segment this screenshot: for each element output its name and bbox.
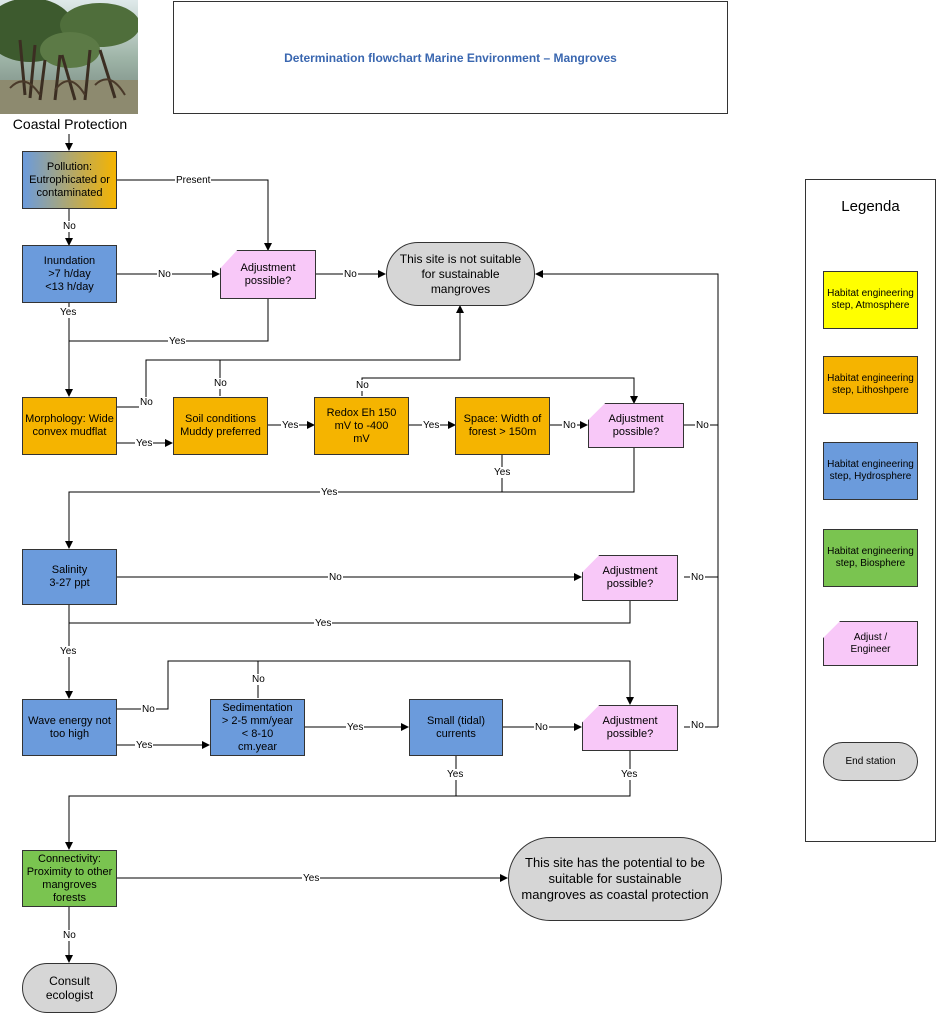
edge-label-no: No (157, 269, 172, 280)
legend-atmosphere: Habitat engineering step, Atmosphere (823, 271, 918, 329)
edge-label-no: No (328, 572, 343, 583)
edge-label-no: No (355, 380, 370, 391)
edge-label-yes: Yes (135, 740, 154, 751)
edge-label-yes: Yes (346, 722, 365, 733)
node-morphology: Morphology: Wide convex mudflat (22, 397, 117, 455)
node-consult-ecologist: Consult ecologist (22, 963, 117, 1013)
node-connectivity: Connectivity: Proximity to other mangrov… (22, 850, 117, 907)
node-pollution: Pollution: Eutrophicated or contaminated (22, 151, 117, 209)
edge-label-yes: Yes (135, 438, 154, 449)
node-sedimentation: Sedimentation > 2-5 mm/year < 8-10 cm.ye… (210, 699, 305, 756)
edge-label-yes: Yes (314, 618, 333, 629)
edge-label-no: No (141, 704, 156, 715)
legend-lithosphere: Habitat engineering step, Lithoshpere (823, 356, 918, 414)
edge-label-no: No (343, 269, 358, 280)
edge-label-yes: Yes (302, 873, 321, 884)
edge-label-no: No (251, 674, 266, 685)
node-space: Space: Width of forest > 150m (455, 397, 550, 455)
node-tidal-currents: Small (tidal) currents (409, 699, 503, 756)
node-adjustment-4: Adjustment possible? (582, 705, 678, 751)
node-soil-conditions: Soil conditions Muddy preferred (173, 397, 268, 455)
node-inundation: Inundation >7 h/day <13 h/day (22, 245, 117, 303)
edge-label-no: No (139, 397, 154, 408)
legend-biosphere: Habitat engineering step, Biosphere (823, 529, 918, 587)
edge-label-yes: Yes (168, 336, 187, 347)
title-box: Determination flowchart Marine Environme… (173, 1, 728, 114)
node-suitable: This site has the potential to be suitab… (508, 837, 722, 921)
legend-box (805, 179, 936, 842)
page-title: Determination flowchart Marine Environme… (284, 50, 617, 65)
node-adjustment-2: Adjustment possible? (588, 403, 684, 448)
node-adjustment-3: Adjustment possible? (582, 555, 678, 601)
edge-label-yes: Yes (281, 420, 300, 431)
edge-label-yes: Yes (320, 487, 339, 498)
edge-label-yes: Yes (59, 646, 78, 657)
edge-label-yes: Yes (422, 420, 441, 431)
legend-title: Legenda (841, 198, 900, 215)
mangrove-photo (0, 0, 138, 114)
edge-label-no: No (534, 722, 549, 733)
edge-label-no: No (690, 720, 705, 731)
edge-label-no: No (62, 221, 77, 232)
node-not-suitable: This site is not suitable for sustainabl… (386, 242, 535, 306)
edge-label-no: No (695, 420, 710, 431)
node-redox: Redox Eh 150 mV to -400 mV (314, 397, 409, 455)
edge-label-yes: Yes (493, 467, 512, 478)
legend-end-station: End station (823, 742, 918, 781)
edge-label-no: No (690, 572, 705, 583)
edge-label-yes: Yes (620, 769, 639, 780)
node-adjustment-1: Adjustment possible? (220, 250, 316, 299)
edge-label-no: No (213, 378, 228, 389)
edge-label-yes: Yes (446, 769, 465, 780)
edge-label-present: Present (175, 175, 212, 186)
edge-label-no: No (62, 930, 77, 941)
node-salinity: Salinity 3-27 ppt (22, 549, 117, 605)
photo-caption: Coastal Protection (12, 116, 128, 132)
legend-hydrosphere: Habitat engineering step, Hydrosphere (823, 442, 918, 500)
edge-label-no: No (562, 420, 577, 431)
legend-adjust: Adjust / Engineer (823, 621, 918, 666)
node-wave-energy: Wave energy not too high (22, 699, 117, 756)
edge-label-yes: Yes (59, 307, 78, 318)
